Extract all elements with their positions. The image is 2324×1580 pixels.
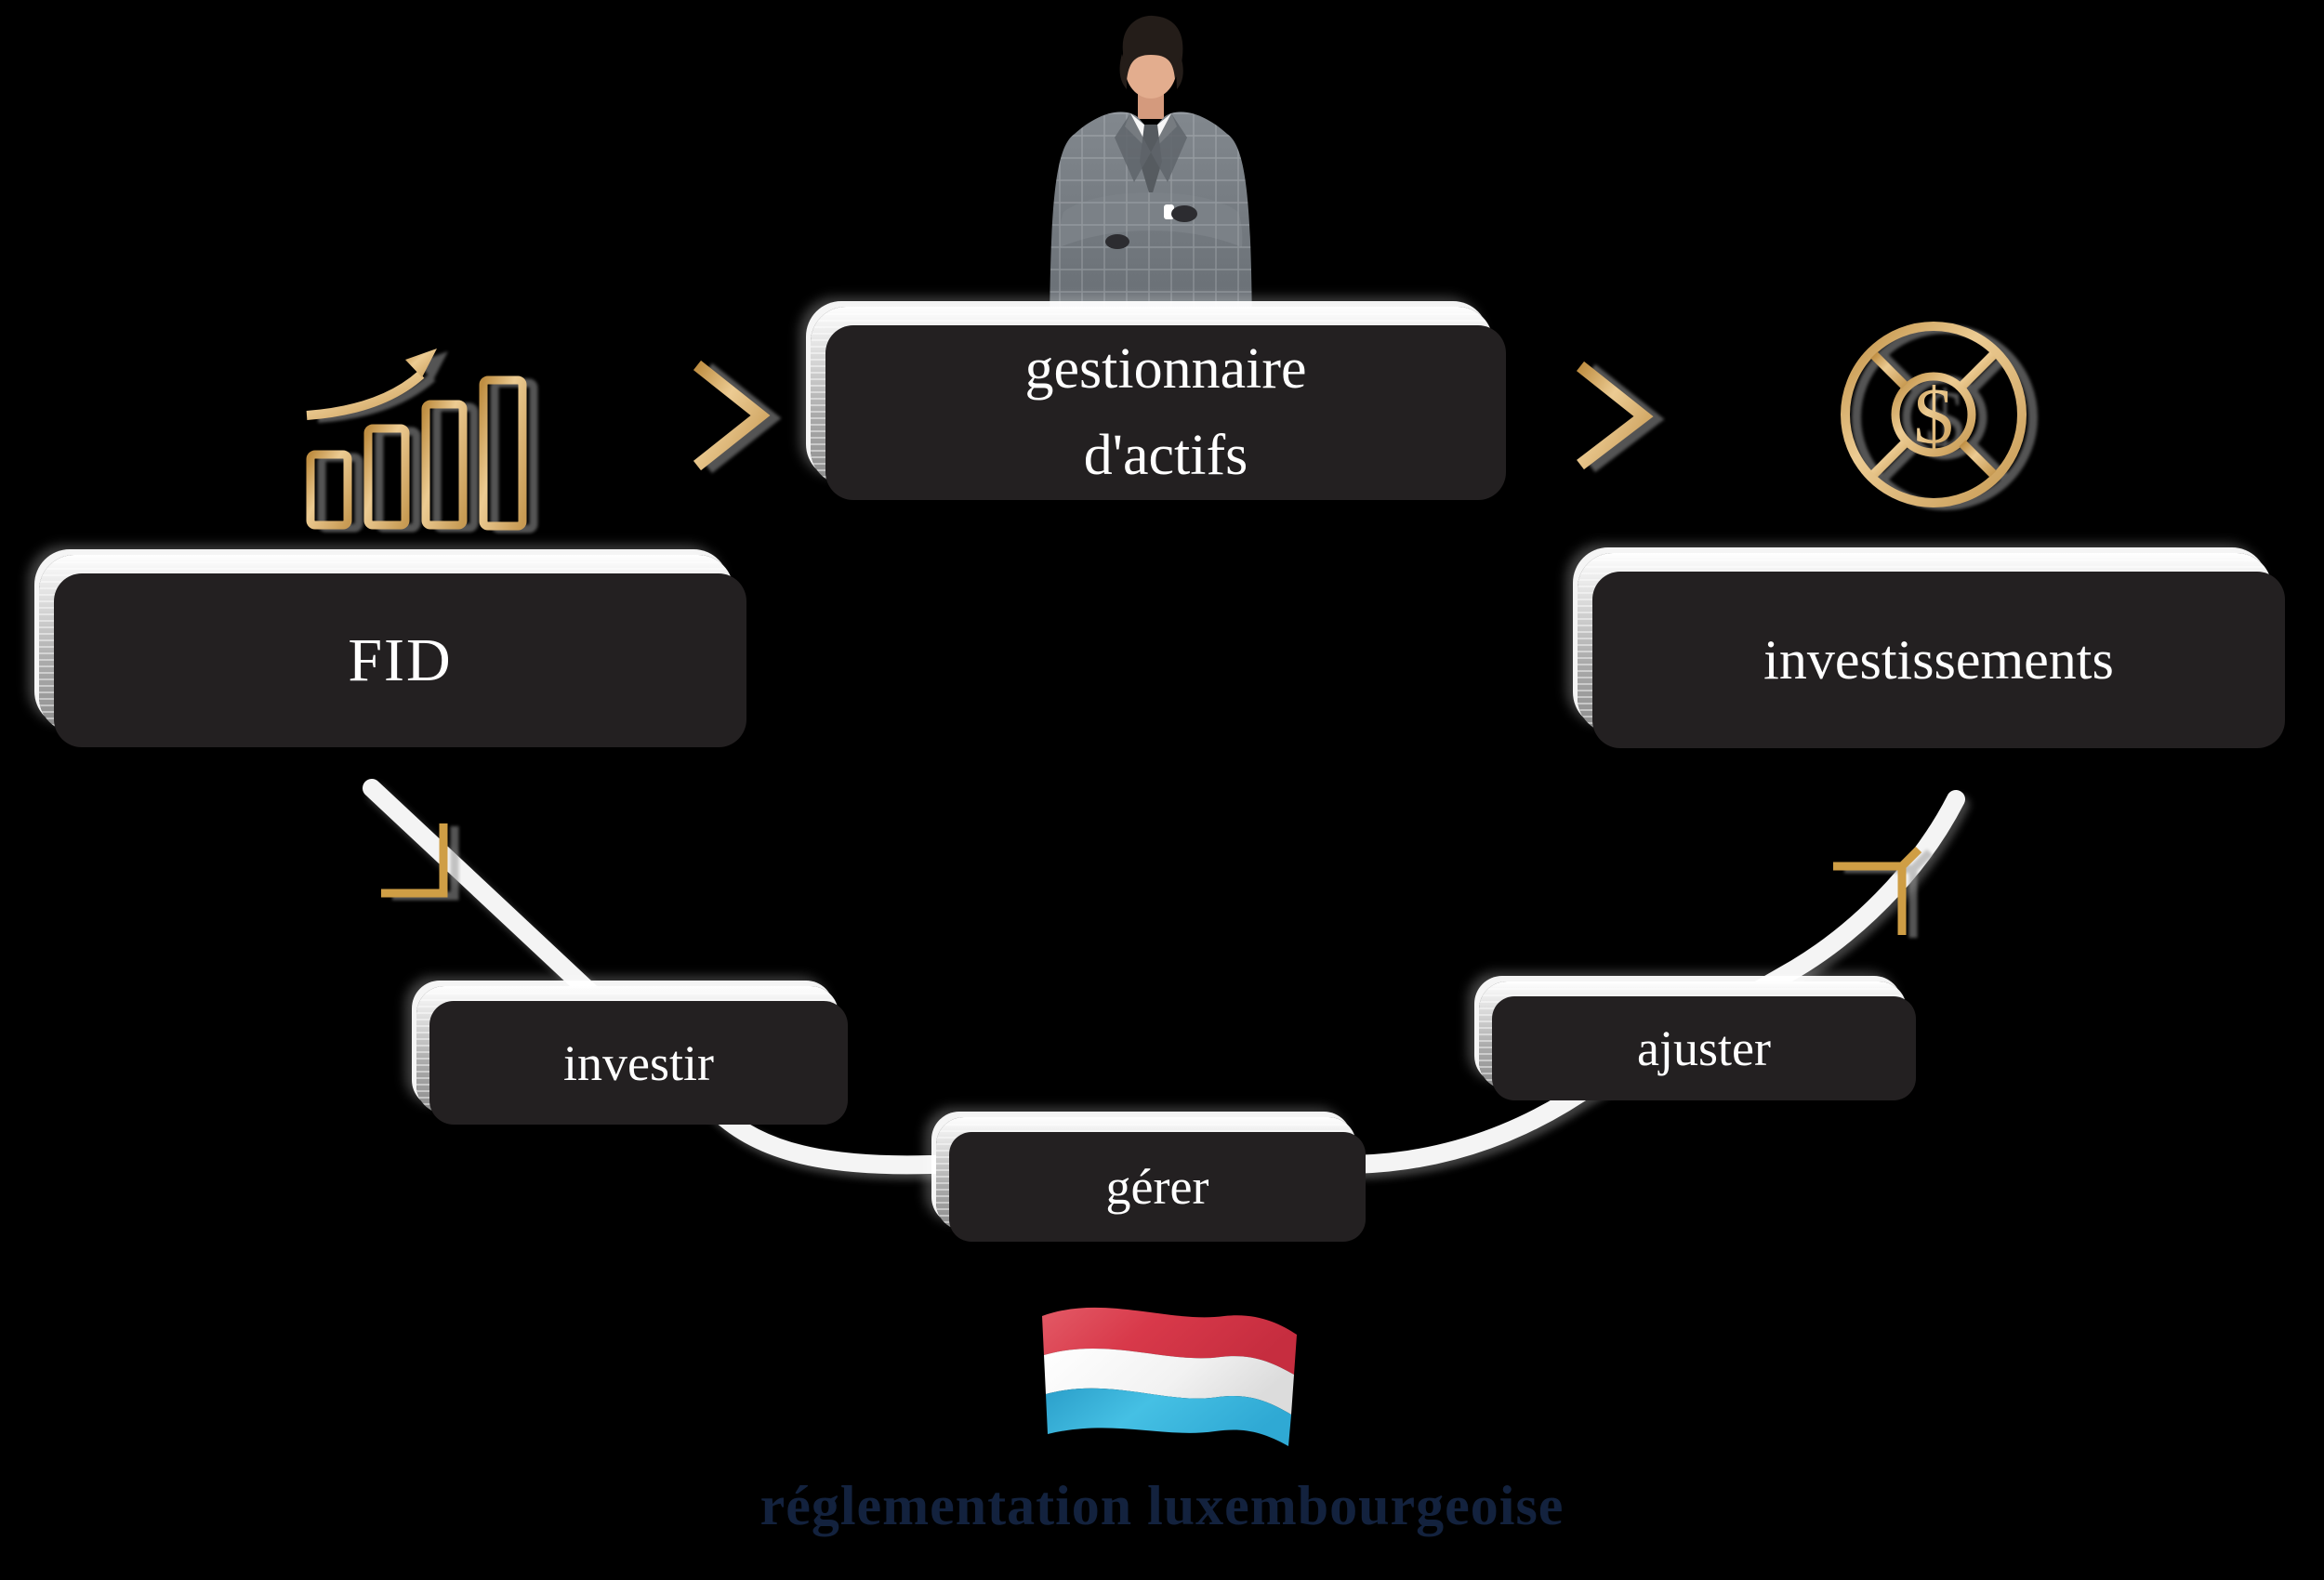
flow-ribbon-arrow: [363, 779, 1965, 1175]
node-gerer: gérer: [936, 1117, 1366, 1242]
node-label: FID: [348, 625, 453, 694]
node-label: investissements: [1763, 628, 2114, 691]
chevron-right-icon: [693, 360, 771, 471]
luxembourg-flag: [1042, 1307, 1297, 1446]
caption-reglementation: réglementation luxembourgeoise: [759, 1475, 1565, 1536]
gold-corner-arrow-right: [1833, 846, 1922, 935]
node-fid: FID: [39, 555, 746, 747]
node-label-line1: gestionnaire: [1024, 337, 1307, 401]
node-investissements: investissements: [1578, 553, 2285, 748]
bar-chart-rising-arrow-icon: [306, 349, 527, 531]
node-label: ajuster: [1637, 1020, 1771, 1076]
node-label: investir: [563, 1034, 714, 1091]
chevron-right-icon: [1576, 361, 1654, 470]
flag-stripes: [1042, 1307, 1297, 1446]
gold-corner-arrow-left: [381, 823, 448, 898]
person-figure: [1050, 15, 1252, 333]
node-investir: investir: [416, 986, 848, 1125]
node-label: gérer: [1105, 1159, 1209, 1215]
dollar-sign-icon: $: [1914, 371, 1954, 460]
node-gestionnaire-dactifs: gestionnaire d'actifs: [811, 307, 1506, 500]
node-ajuster: ajuster: [1479, 981, 1916, 1100]
asset-manager-portrait: [1050, 15, 1252, 333]
node-label-line2: d'actifs: [1083, 424, 1248, 487]
wheel-dollar-icon: $: [1841, 322, 2027, 507]
